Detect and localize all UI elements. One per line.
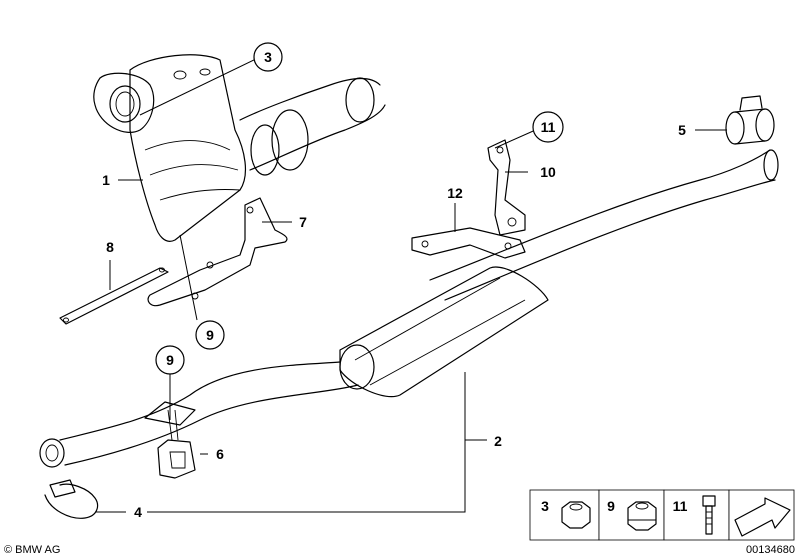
callout-3: 3 — [264, 49, 272, 65]
callout-1: 1 — [102, 172, 110, 188]
callout-11: 11 — [541, 119, 556, 135]
callout-11-circle — [532, 111, 564, 143]
callout-12: 12 — [447, 185, 463, 201]
callout-3-circle — [253, 42, 283, 72]
clamp-4 — [44, 479, 99, 519]
callout-9a: 9 — [206, 327, 214, 343]
strap-8 — [59, 267, 169, 325]
callout-9b: 9 — [166, 352, 174, 368]
bracket-7 — [147, 197, 288, 307]
legend-box: 3 9 11 — [529, 489, 795, 541]
callout-9b-circle — [155, 345, 185, 375]
callout-4: 4 — [134, 504, 142, 520]
flange-nut-icon — [627, 501, 657, 531]
callout-2: 2 — [494, 433, 502, 449]
callout-7: 7 — [299, 214, 307, 230]
callout-8: 8 — [106, 239, 114, 255]
legend-label-3: 3 — [541, 498, 549, 514]
main-exhaust-pipe — [39, 149, 779, 468]
callout-labels: 1 2 3 4 5 6 7 8 9 9 10 11 12 — [102, 42, 686, 520]
nut-icon — [561, 501, 591, 529]
callout-10: 10 — [540, 164, 556, 180]
copyright-text: © BMW AG — [4, 544, 60, 556]
clamp-5 — [725, 95, 775, 145]
legend-label-11: 11 — [673, 498, 688, 514]
catalytic-converter — [93, 54, 386, 242]
leader-lines — [95, 57, 727, 513]
direction-arrow-icon — [734, 497, 791, 537]
callout-5: 5 — [678, 122, 686, 138]
legend-label-9: 9 — [607, 498, 615, 514]
callout-6: 6 — [216, 446, 224, 462]
bracket-10 — [487, 139, 526, 236]
diagram-id: 00134680 — [746, 544, 795, 556]
rubber-mount-6 — [144, 401, 196, 479]
bracket-12 — [411, 227, 526, 259]
callout-9a-circle — [195, 320, 225, 350]
bolt-icon — [702, 495, 716, 535]
